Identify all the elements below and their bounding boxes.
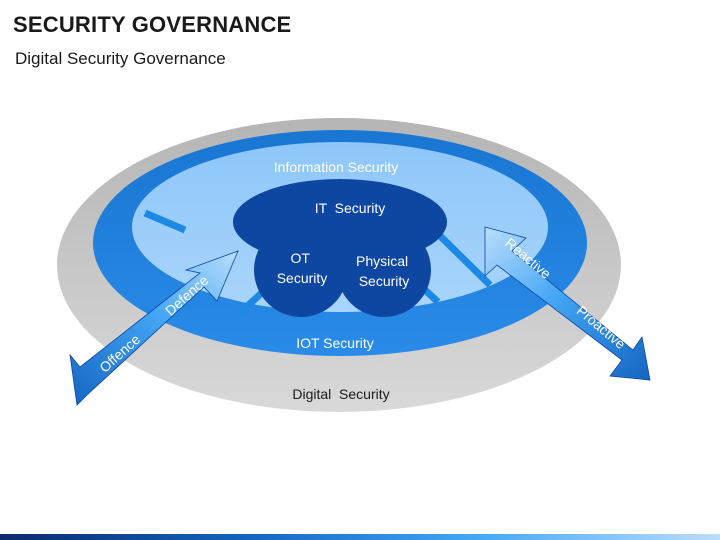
offence-defence-arrow	[69, 250, 239, 406]
page-subtitle: Digital Security Governance	[15, 49, 226, 68]
ot-label-line2: Security	[277, 270, 328, 286]
information-security-label: Information Security	[274, 159, 399, 175]
ot-label-line1: OT	[290, 250, 310, 266]
iot-security-label: IOT Security	[296, 335, 374, 351]
ot-security-label: OT Security	[277, 250, 328, 286]
ot-security-blob	[254, 223, 348, 317]
physical-label-line2: Security	[359, 273, 410, 289]
it-security-label: IT Security	[315, 200, 386, 216]
reactive-proactive-arrow	[484, 226, 651, 381]
physical-security-blob	[337, 223, 431, 317]
digital-security-label: Digital Security	[292, 386, 389, 402]
footer-accent-bar	[0, 534, 720, 540]
page-title: SECURITY GOVERNANCE	[13, 12, 292, 37]
physical-label-line1: Physical	[356, 253, 408, 269]
physical-security-label: Physical Security	[356, 253, 412, 289]
